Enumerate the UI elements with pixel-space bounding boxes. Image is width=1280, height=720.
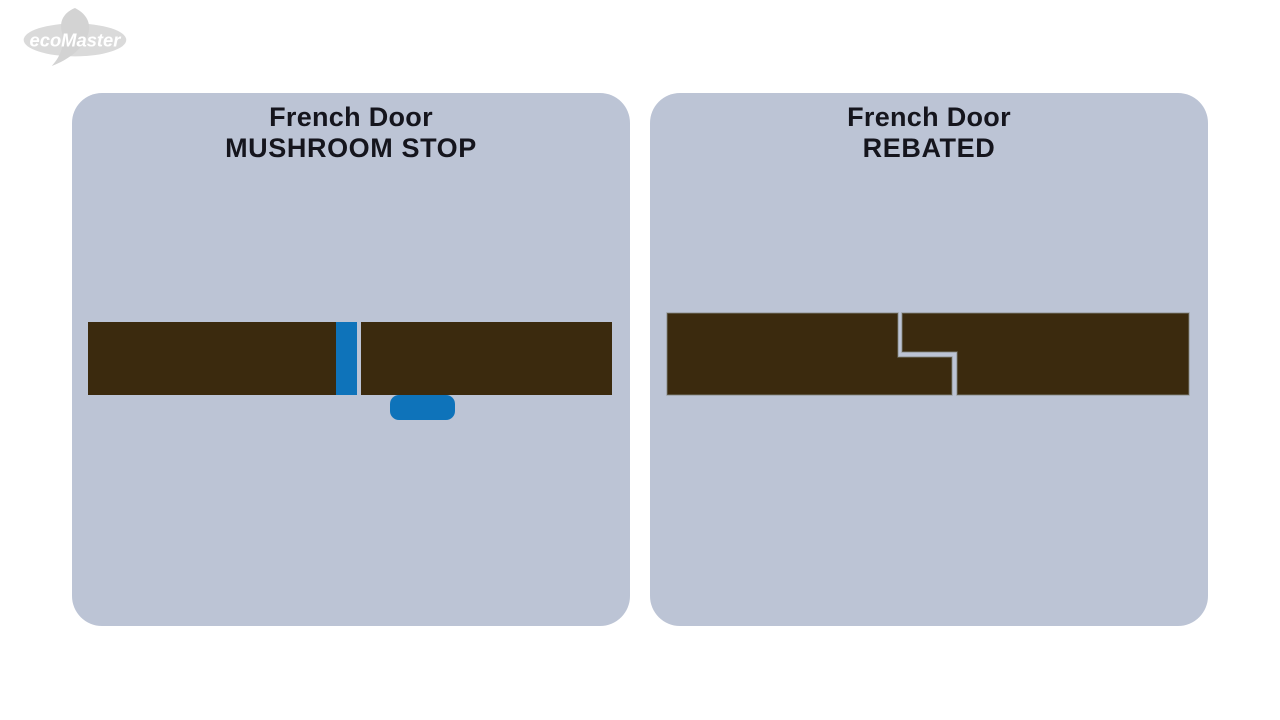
- right-door-slab-rebated: [901, 312, 1190, 396]
- mushroom-stop-diagram: [88, 322, 612, 420]
- left-door-slab-rebated: [666, 312, 953, 396]
- rebated-title-line1: French Door: [847, 102, 1011, 132]
- panel-mushroom-stop: French Door MUSHROOM STOP: [72, 93, 630, 626]
- mushroom-stop-title: French Door MUSHROOM STOP: [72, 102, 630, 164]
- rebated-diagram: [666, 312, 1190, 396]
- mushroom-seal-stem: [336, 322, 357, 395]
- rebated-title-line2: REBATED: [862, 133, 996, 163]
- mushroom-stop-title-line1: French Door: [269, 102, 433, 132]
- right-door-slab: [361, 322, 612, 395]
- ecomaster-logo: ecoMaster: [11, 7, 137, 67]
- logo-leaf-swoosh-icon: [51, 7, 90, 67]
- left-door-slab: [88, 322, 336, 395]
- mushroom-stop-title-line2: MUSHROOM STOP: [225, 133, 477, 163]
- ecomaster-logo-graphic: ecoMaster: [23, 7, 127, 67]
- logo-text: ecoMaster: [30, 30, 122, 51]
- rebated-title: French Door REBATED: [650, 102, 1208, 164]
- panel-rebated: French Door REBATED: [650, 93, 1208, 626]
- mushroom-seal-cap: [390, 395, 455, 420]
